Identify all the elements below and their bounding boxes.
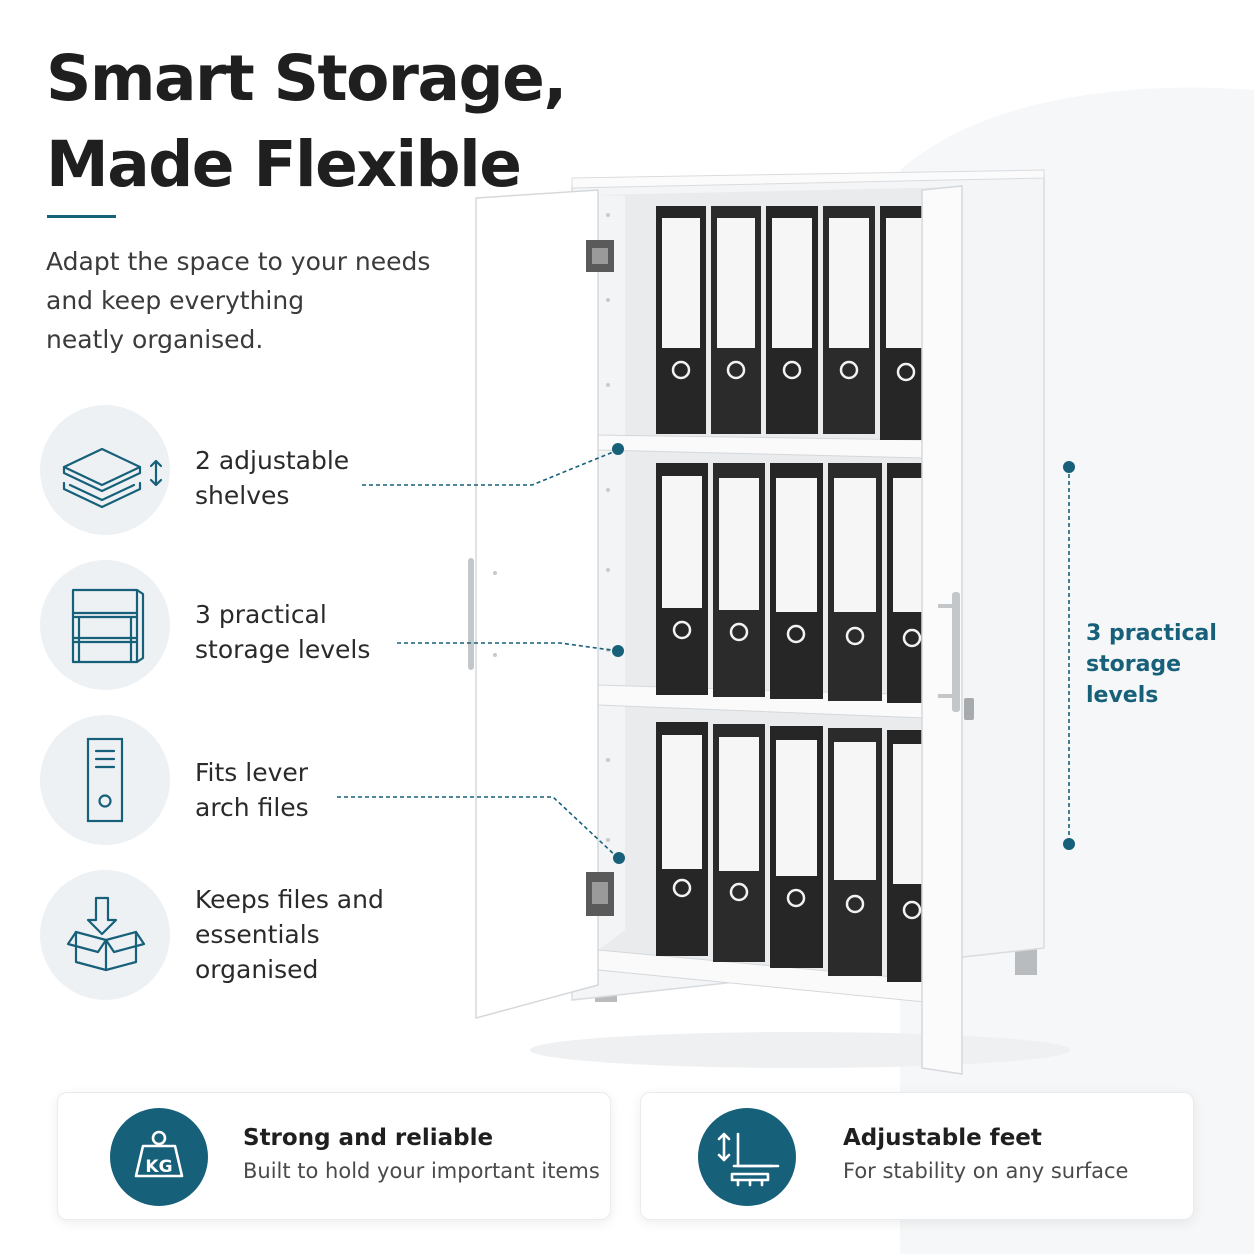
adjustable-shelves-icon (62, 447, 163, 509)
card-subtitle: Built to hold your important items (243, 1159, 600, 1183)
feature-label-line-2: essentials (195, 920, 320, 949)
card-strong-reliable: KG Strong and reliable Built to hold you… (57, 1092, 611, 1220)
feature-badge (40, 560, 170, 690)
round-icon-badge (698, 1108, 796, 1206)
page-title-line-2: Made Flexible (46, 128, 522, 201)
round-icon-badge: KG (110, 1108, 208, 1206)
feature-label: 2 adjustable shelves (195, 443, 349, 513)
feature-label-line-1: Keeps files and (195, 885, 384, 914)
weight-kg-icon (134, 1130, 184, 1178)
card-title: Strong and reliable (243, 1125, 494, 1151)
page-title: Smart Storage, Made Flexible (46, 36, 567, 208)
adjustable-feet-icon (717, 1132, 780, 1187)
feature-lever-arch-files: Fits lever arch files (40, 715, 460, 845)
feature-storage-levels: 3 practical storage levels (40, 560, 460, 690)
feature-label: Fits lever arch files (195, 755, 309, 825)
feature-badge (40, 405, 170, 535)
card-subtitle: For stability on any surface (843, 1159, 1129, 1183)
feature-label-line-1: 2 adjustable (195, 446, 350, 475)
side-callout-storage-levels: 3 practical storage levels (1086, 618, 1254, 711)
weight-kg-label: KG (145, 1157, 173, 1177)
key-lock (964, 698, 974, 720)
side-callout-line-1: 3 practical (1086, 621, 1217, 646)
feature-keeps-organised: Keeps files and essentials organised (40, 870, 460, 1000)
door-handle-left (468, 558, 474, 670)
feature-label-line-1: Fits lever (195, 758, 309, 787)
feature-adjustable-shelves: 2 adjustable shelves (40, 405, 460, 535)
feature-badge (40, 715, 170, 845)
feature-label: Keeps files and essentials organised (195, 882, 384, 987)
box-storage-icon (66, 896, 146, 972)
page-title-line-1: Smart Storage, (46, 42, 567, 115)
feature-label-line-1: 3 practical (195, 600, 327, 629)
feature-label-line-2: storage levels (195, 635, 371, 664)
intro-text: Adapt the space to your needs and keep e… (46, 242, 466, 359)
door-handle-right (952, 592, 960, 712)
card-title: Adjustable feet (843, 1125, 1042, 1151)
feature-label-line-2: arch files (195, 793, 309, 822)
feature-label-line-3: organised (195, 955, 319, 984)
intro-line-1: Adapt the space to your needs (46, 247, 431, 276)
intro-line-2: and keep everything (46, 286, 305, 315)
cabinet-foot (1015, 945, 1037, 975)
feature-label: 3 practical storage levels (195, 597, 370, 667)
feature-badge (40, 870, 170, 1000)
lever-arch-file-icon (86, 737, 124, 823)
storage-levels-icon (71, 588, 145, 664)
card-adjustable-feet: Adjustable feet For stability on any sur… (640, 1092, 1194, 1220)
feature-label-line-2: shelves (195, 481, 290, 510)
title-accent-rule (47, 215, 116, 218)
binder-row-top (656, 206, 925, 440)
binder-row-bottom (656, 722, 925, 982)
side-callout-line-2: storage levels (1086, 652, 1182, 708)
intro-line-3: neatly organised. (46, 325, 264, 354)
binder-row-middle (656, 463, 925, 703)
